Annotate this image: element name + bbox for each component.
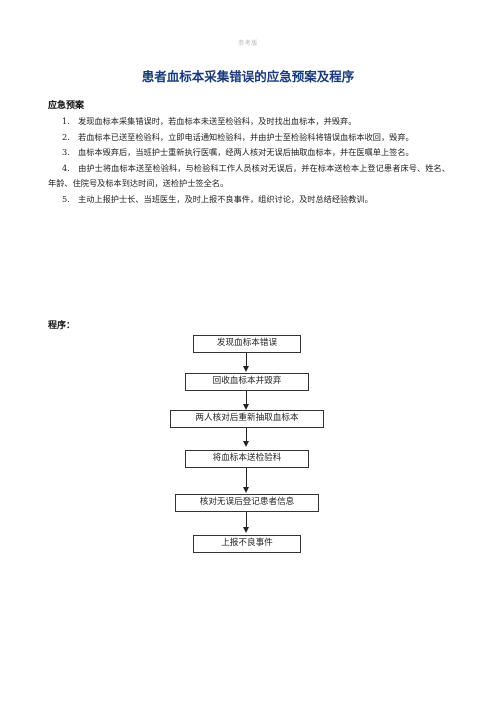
plan-steps: 1. 发现血标本采集错误时，若血标本未送至检验科，及时找出血标本，并毁弃。 2. 若…	[48, 114, 450, 208]
section-heading-plan: 应急预案	[48, 101, 85, 111]
plan-step-4: 4.由护士将血标本送至检验科，与检验科工作人员核对无误后，并在标本送检本上登记患…	[48, 161, 450, 192]
step-text: 发现血标本采集错误时，若血标本未送至检验科，及时找出血标本，并毁弃。	[78, 116, 357, 126]
flow-arrow	[243, 512, 249, 533]
flow-arrow	[243, 353, 249, 372]
header-watermark: 参考版	[238, 40, 258, 47]
flow-step-3: 两人核对后重新抽取血标本	[170, 410, 324, 428]
step-number: 3.	[62, 147, 70, 158]
plan-step-2: 2. 若血标本已送至检验科，立即电话通知检验科，并由护士至检验科将错误血标本收回，…	[48, 130, 450, 146]
plan-step-5: 5. 主动上报护士长、当班医生，及时上报不良事件，组织讨论，及时总结经验教训。	[48, 192, 450, 208]
flow-step-6: 上报不良事件	[193, 535, 301, 553]
step-text: 若血标本已送至检验科，立即电话通知检验科，并由护士至检验科将错误血标本收回，毁弃…	[78, 131, 414, 142]
plan-step-3: 3. 血标本毁弃后，当班护士重新执行医嘱，经两人核对无误后抽取血标本，并在医嘱单上…	[48, 145, 450, 161]
flow-step-5: 核对无误后登记患者信息	[175, 494, 319, 512]
step-text: 血标本毁弃后，当班护士重新执行医嘱，经两人核对无误后抽取血标本，并在医嘱单上签名…	[78, 147, 414, 158]
flow-arrow	[243, 391, 249, 410]
step-text: 由护士将血标本送至检验科，与检验科工作人员核对无误后，并在标本送检本上登记患者床…	[48, 162, 450, 189]
plan-step-1: 1. 发现血标本采集错误时，若血标本未送至检验科，及时找出血标本，并毁弃。	[48, 114, 450, 130]
flow-arrow	[243, 428, 249, 447]
flow-arrow	[243, 468, 249, 493]
document-title: 患者血标本采集错误的应急预案及程序	[141, 69, 355, 84]
flow-step-2: 回收血标本并毁弃	[185, 373, 309, 391]
step-number: 5.	[62, 193, 70, 204]
flow-step-1: 发现血标本错误	[193, 335, 301, 353]
step-number: 2.	[62, 131, 70, 142]
step-text: 主动上报护士长、当班医生，及时上报不良事件，组织讨论，及时总结经验教训。	[78, 193, 373, 204]
section-heading-procedure: 程序：	[48, 321, 76, 331]
step-number: 1.	[62, 116, 70, 126]
step-number: 4.	[62, 162, 70, 173]
flow-step-4: 将血标本送检验科	[185, 450, 309, 468]
